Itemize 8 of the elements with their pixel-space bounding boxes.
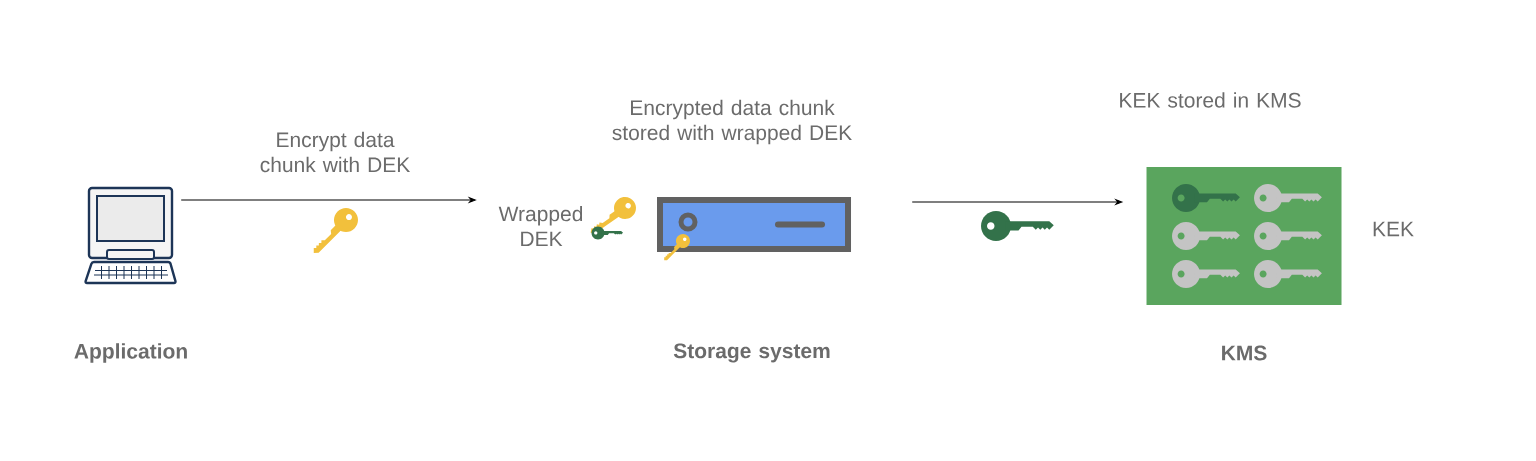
edge-label: Encrypt data chunk with DEK: [260, 131, 410, 173]
node-label: Storage system: [673, 343, 830, 363]
side-label: KEK: [1373, 221, 1414, 237]
caption-text: Encrypted data chunk stored with wrapped DEK: [612, 99, 852, 145]
side-label: Wrapped DEK: [498, 205, 583, 247]
caption-text: KEK stored in KMS: [1120, 92, 1301, 108]
node-label: Application: [74, 343, 187, 363]
node-label: KMS: [1222, 345, 1267, 361]
